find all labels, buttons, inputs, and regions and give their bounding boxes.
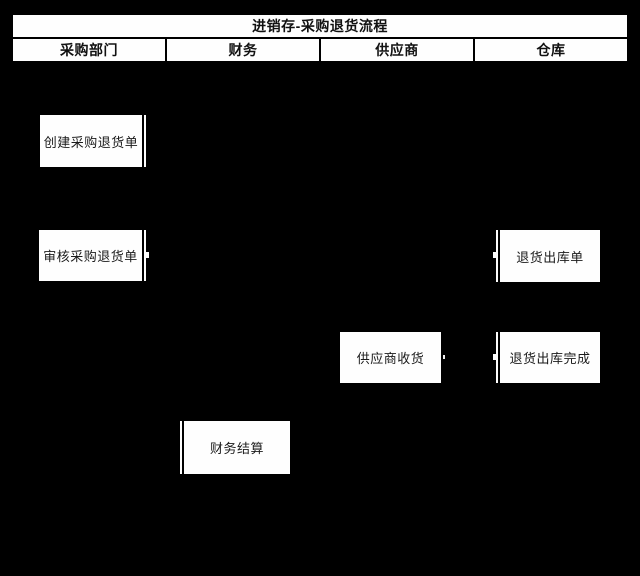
connector-artifact (180, 421, 182, 474)
connector-stub (443, 354, 445, 359)
lane-header-purchasing-dept: 采购部门 (13, 39, 165, 61)
flow-node-label: 审核采购退货单 (43, 249, 138, 264)
flow-node-review-purchase-return-order: 审核采购退货单 (39, 230, 149, 281)
connector-artifact (496, 230, 498, 282)
lane-header-warehouse: 仓库 (475, 39, 627, 61)
lane-header-supplier: 供应商 (321, 39, 473, 61)
lane-header-row: 采购部门 财务 供应商 仓库 (13, 39, 627, 61)
flow-node-label: 退货出库单 (516, 249, 584, 265)
flow-node-supplier-receives-goods: 供应商收货 (340, 332, 445, 383)
flowchart-title: 进销存-采购退货流程 (13, 15, 627, 37)
flow-node-label: 供应商收货 (356, 351, 425, 366)
flow-node-label: 退货出库完成 (509, 351, 591, 366)
lane-header-finance: 财务 (167, 39, 319, 61)
flow-node-return-outbound-complete: 退货出库完成 (493, 332, 600, 383)
connector-stub (493, 252, 497, 258)
flow-node-financial-settlement: 财务结算 (180, 421, 290, 474)
flow-node-label: 创建采购退货单 (43, 134, 139, 150)
connector-stub (145, 251, 149, 258)
flowchart-header: 进销存-采购退货流程 采购部门 财务 供应商 仓库 (13, 15, 627, 61)
connector-stub (493, 353, 497, 360)
connector-artifact (144, 115, 146, 167)
flow-node-return-outbound-order: 退货出库单 (493, 230, 600, 282)
connector-artifact (496, 332, 498, 383)
flow-node-create-purchase-return-order: 创建采购退货单 (40, 115, 146, 167)
flow-node-label: 财务结算 (209, 441, 264, 456)
